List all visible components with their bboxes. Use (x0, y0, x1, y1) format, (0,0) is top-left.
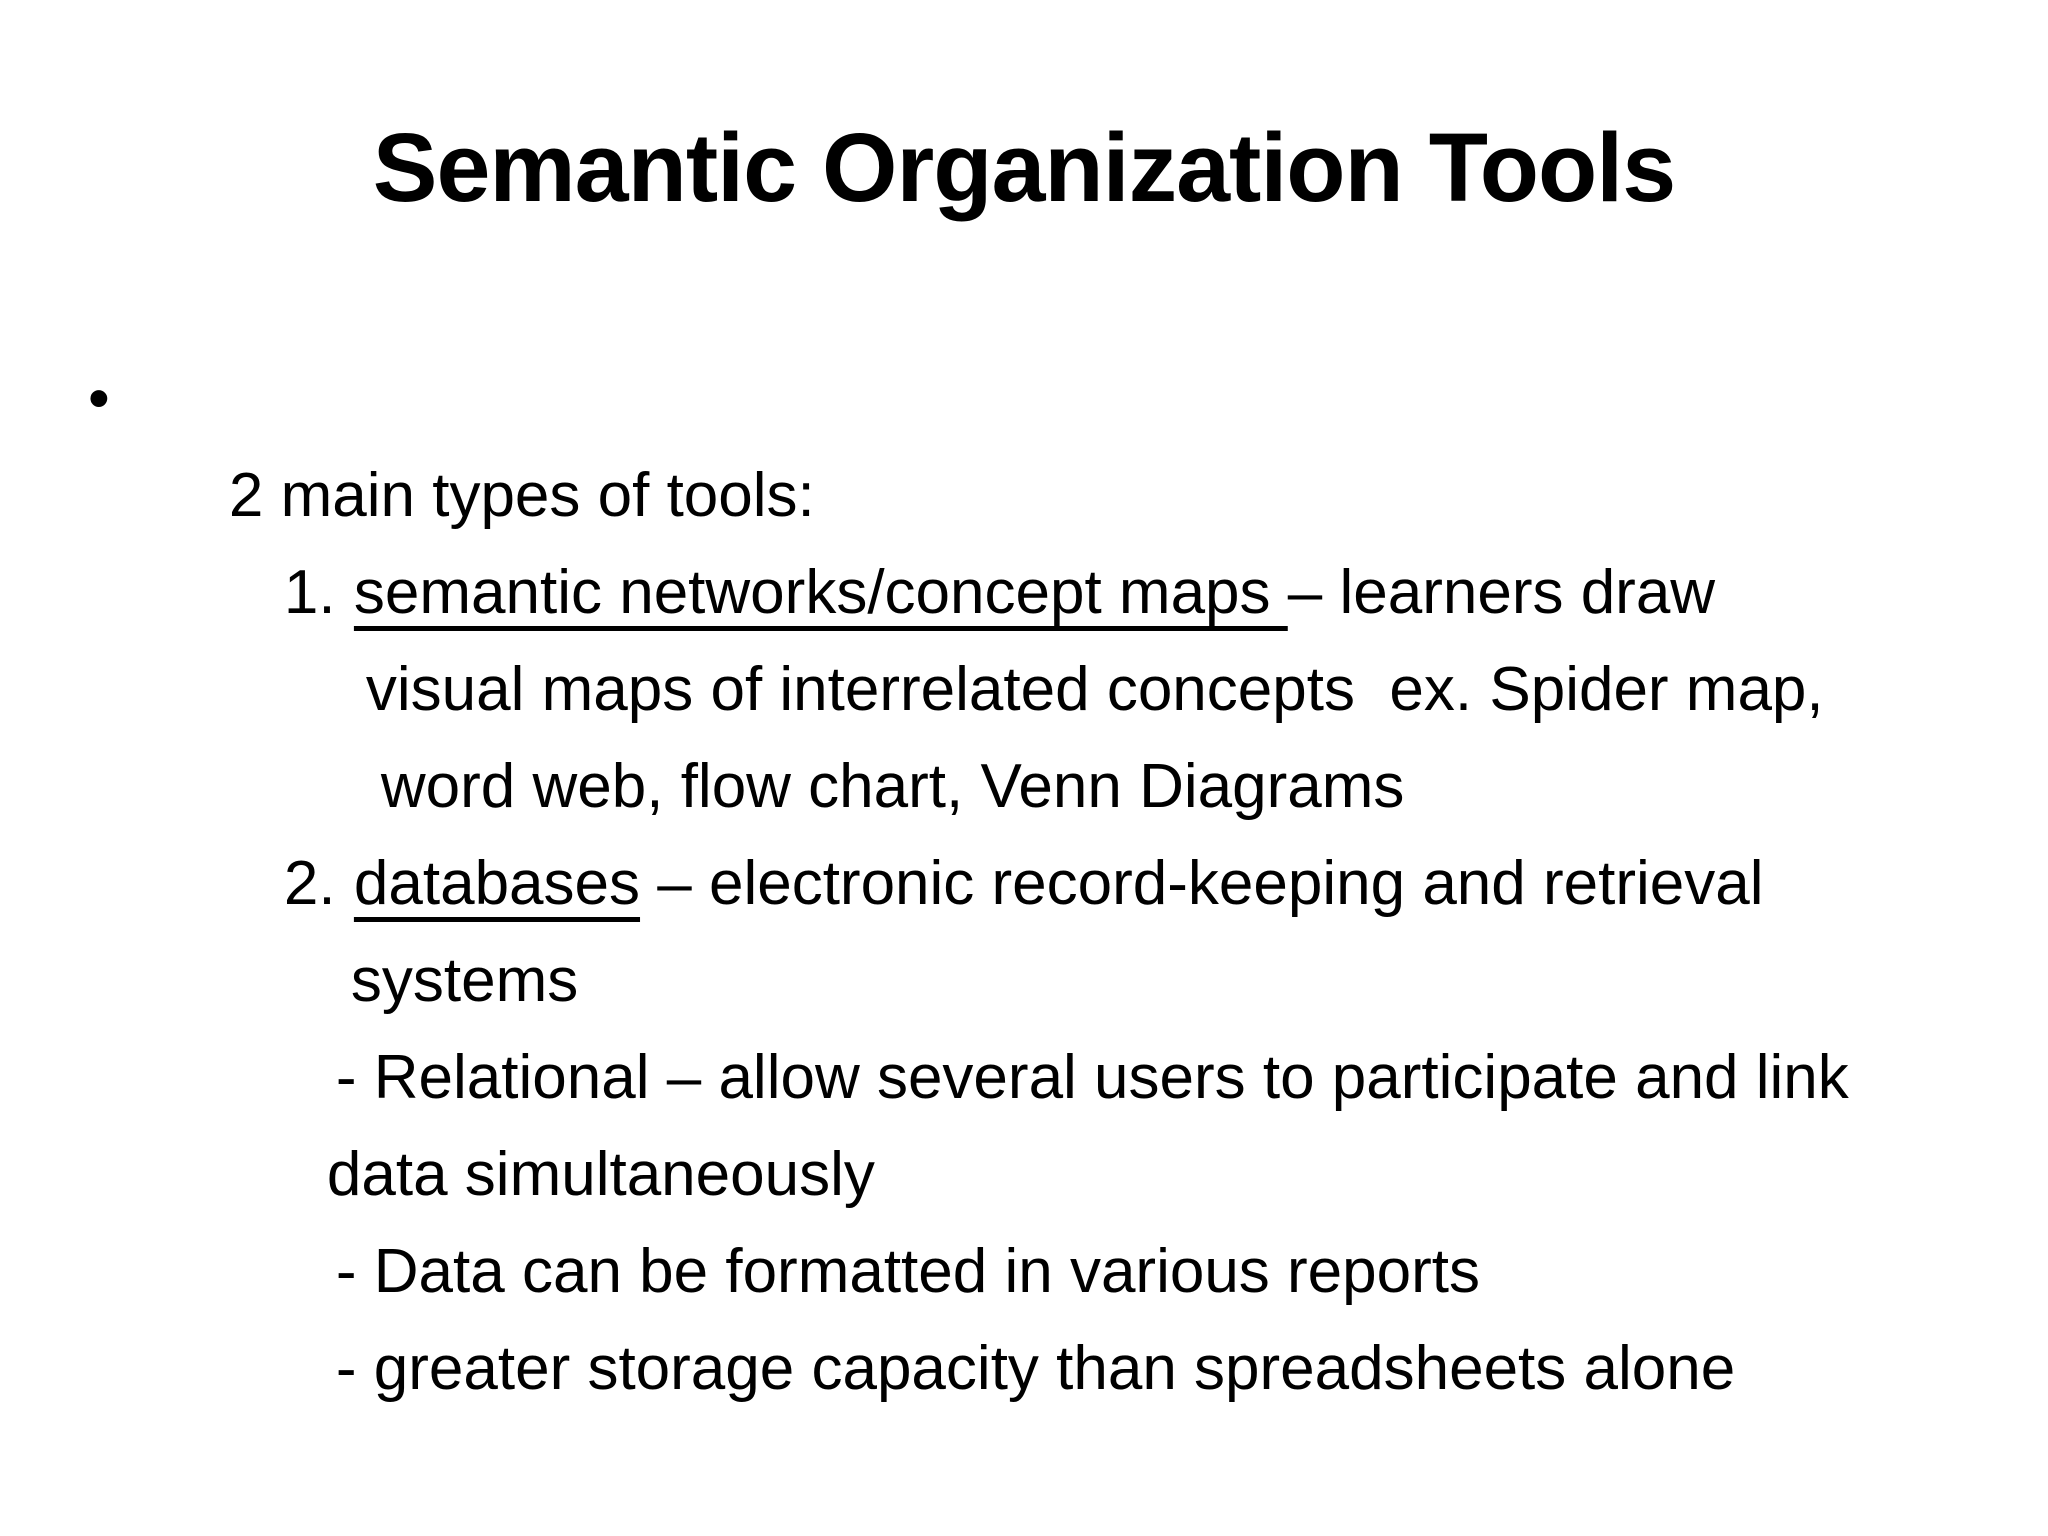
sub-item-storage-capacity: - greater storage capacity than spreadsh… (0, 1223, 2048, 1403)
list-item-1-continuation-1: visual maps of interrelated concepts ex.… (0, 544, 2048, 724)
list-item-2-cont-1-text: systems (350, 946, 579, 1015)
list-item-1-cont-1-text: visual maps of interrelated concepts ex.… (365, 655, 1824, 724)
list-item-2-number: 2. (283, 849, 336, 918)
sub-item-data-reports: - Data can be formatted in various repor… (0, 1126, 2048, 1306)
list-item-2-term: databases (353, 849, 641, 918)
bullet-text: 2 main types of tools: (228, 461, 815, 530)
list-item-2-text: – electronic record-keeping and retrieva… (640, 849, 1764, 918)
sub-item-relational-continuation: data simultaneously (0, 1029, 2048, 1209)
bullet-marker: • (88, 364, 110, 433)
sub-item-relational-text: - Relational – allow several users to pa… (335, 1043, 1849, 1112)
bullet-item: • 2 main types of tools: (0, 350, 2048, 530)
list-item-2: 2.databases – electronic record-keeping … (0, 738, 2048, 918)
list-item-1-term: semantic networks/concept maps (353, 558, 1288, 627)
list-item-1: 1.semantic networks/concept maps – learn… (0, 447, 2048, 627)
list-item-2-continuation-1: systems (0, 835, 2048, 1015)
sub-item-data-reports-text: - Data can be formatted in various repor… (335, 1237, 1480, 1306)
slide-body: • 2 main types of tools: 1.semantic netwo… (0, 350, 2048, 1403)
sub-item-storage-capacity-text: - greater storage capacity than spreadsh… (335, 1334, 1736, 1403)
list-item-1-continuation-2: word web, flow chart, Venn Diagrams (0, 641, 2048, 821)
sub-item-relational: - Relational – allow several users to pa… (0, 932, 2048, 1112)
list-item-1-cont-2-text: word web, flow chart, Venn Diagrams (380, 752, 1405, 821)
sub-item-relational-cont-text: data simultaneously (326, 1140, 875, 1209)
list-item-1-number: 1. (283, 558, 336, 627)
list-item-1-text: – learners draw (1287, 558, 1716, 627)
page-title: Semantic Organization Tools (372, 112, 1676, 222)
